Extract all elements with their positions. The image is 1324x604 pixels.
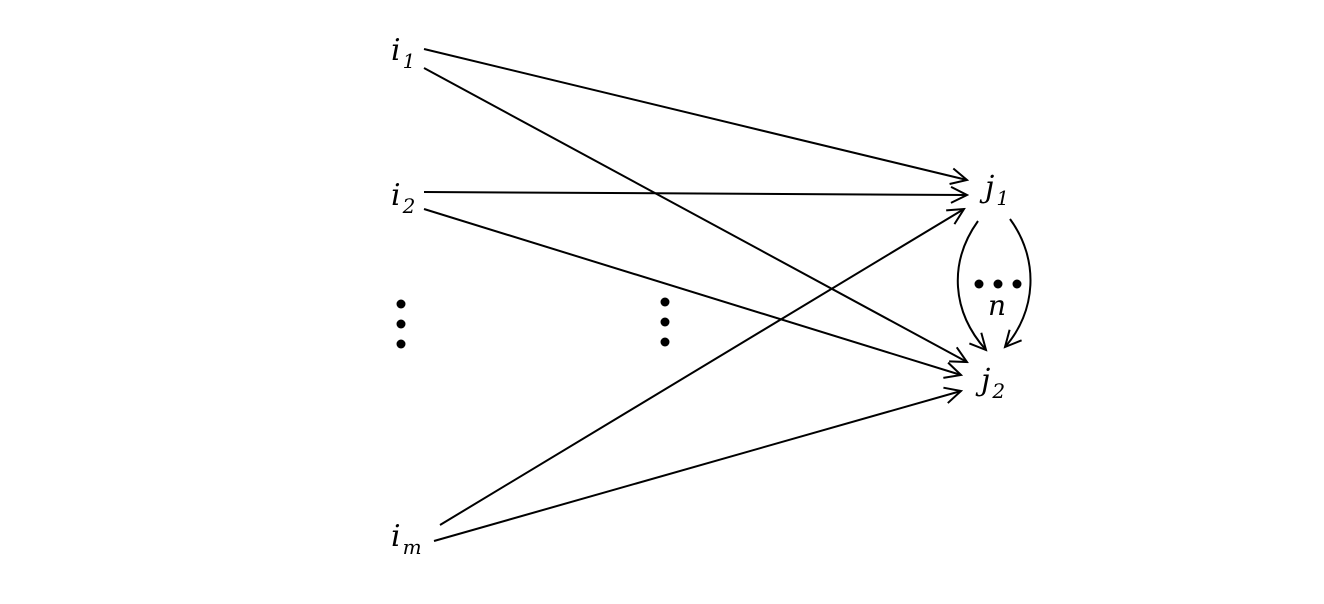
node-j1-sub: 1 <box>996 186 1009 210</box>
loop-label: n <box>988 289 1006 322</box>
node-im-sub: m <box>403 535 422 559</box>
vertical-ellipsis-middle <box>660 297 670 347</box>
edges <box>423 48 1032 542</box>
node-im-base: i <box>391 519 401 554</box>
node-j2-base: j <box>975 363 990 398</box>
edge-i1-j1 <box>423 48 967 180</box>
edge-i2-j2 <box>423 208 961 375</box>
edge-i2-j1 <box>423 192 967 195</box>
node-i1-sub: 1 <box>403 49 416 73</box>
node-i1-base: i <box>391 33 401 68</box>
node-i2-sub: 2 <box>402 194 416 218</box>
edge-im-j2 <box>433 391 961 542</box>
node-j2-sub: 2 <box>991 379 1005 403</box>
vertical-ellipsis-left <box>396 299 406 349</box>
horizontal-ellipsis <box>974 279 1022 289</box>
edge-im-j1 <box>439 209 964 526</box>
node-j1-base: j <box>979 170 994 205</box>
node-i2-base: i <box>391 178 401 213</box>
edge-j1-j2-curved-left <box>956 220 986 350</box>
edge-j1-j2-curved-right <box>1005 218 1032 347</box>
edge-i1-j2 <box>423 67 967 362</box>
